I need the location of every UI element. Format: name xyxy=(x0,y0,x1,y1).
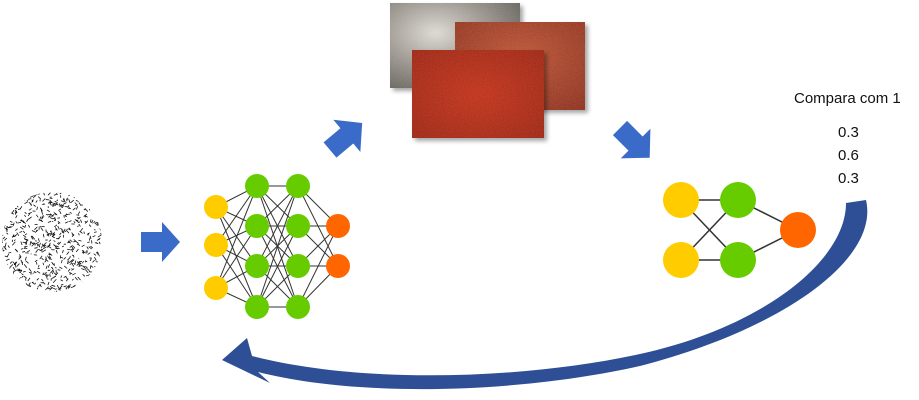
hidden-node xyxy=(286,214,310,238)
input-node xyxy=(663,182,699,218)
network-edge xyxy=(256,185,299,267)
network-edges xyxy=(215,185,339,308)
network-edge xyxy=(215,225,258,289)
network-edge xyxy=(215,244,258,308)
hidden-node xyxy=(245,174,269,198)
hidden-node xyxy=(245,254,269,278)
network-edge xyxy=(215,185,258,289)
hidden-node xyxy=(245,214,269,238)
hidden-node xyxy=(720,182,756,218)
feedback-curve-arrow-icon xyxy=(222,200,868,390)
hidden-node xyxy=(245,295,269,319)
input-node xyxy=(663,242,699,278)
texture-image-red-front xyxy=(412,50,544,138)
noise-input-image xyxy=(2,192,102,292)
score-value: 0.6 xyxy=(838,147,859,164)
texture-image-stack xyxy=(390,3,585,138)
score-value: 0.3 xyxy=(838,124,859,141)
input-node xyxy=(204,233,228,257)
discriminator-network xyxy=(663,182,816,278)
generator-network xyxy=(204,174,350,319)
output-node xyxy=(326,214,350,238)
network-edge xyxy=(256,185,299,308)
input-node xyxy=(204,276,228,300)
compare-label: Compara com 1 xyxy=(794,90,901,107)
hidden-node xyxy=(286,174,310,198)
score-value: 0.3 xyxy=(838,170,859,187)
hidden-node xyxy=(720,242,756,278)
hidden-node xyxy=(286,295,310,319)
network-edge xyxy=(297,225,339,308)
arrow-right-icon xyxy=(141,222,180,262)
arrow-down-right-icon xyxy=(612,120,651,159)
output-node xyxy=(326,254,350,278)
hidden-node xyxy=(286,254,310,278)
output-node xyxy=(780,212,816,248)
input-node xyxy=(204,195,228,219)
arrow-up-right-icon xyxy=(323,119,363,158)
network-edge xyxy=(256,225,299,308)
